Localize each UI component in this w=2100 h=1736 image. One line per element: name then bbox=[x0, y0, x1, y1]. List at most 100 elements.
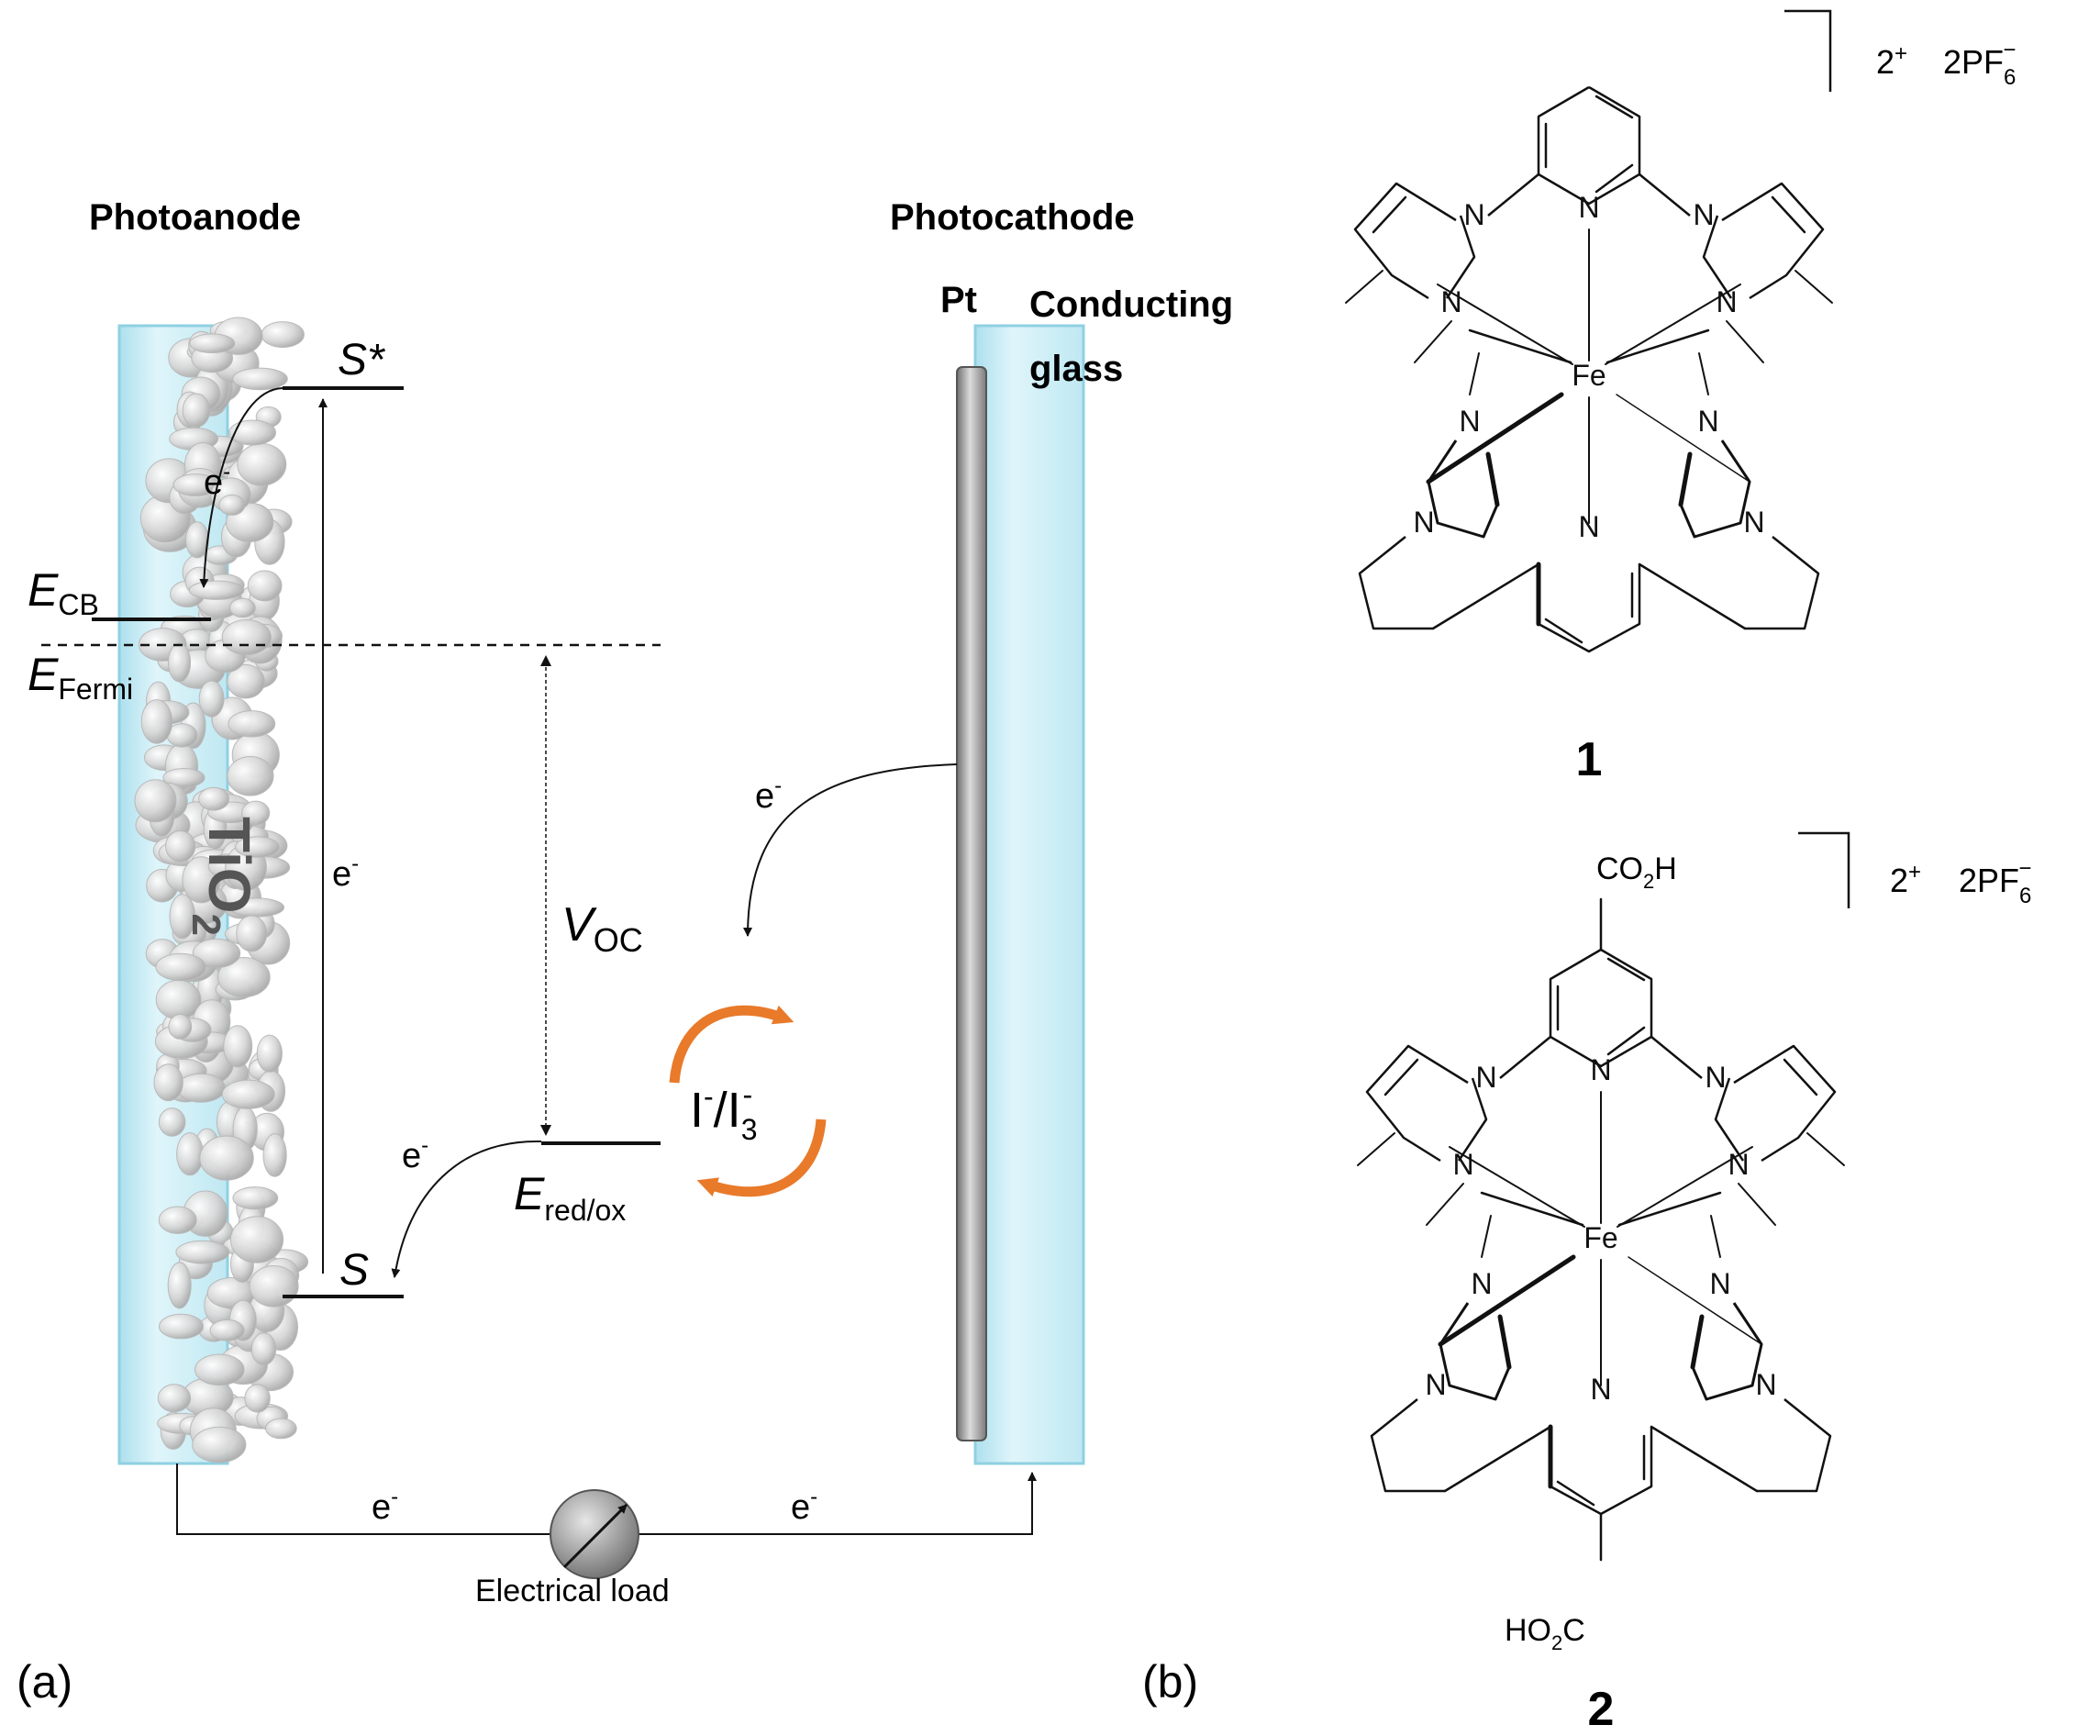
imidazole-link bbox=[1639, 173, 1691, 217]
tio2-label: TiO2 bbox=[183, 817, 262, 936]
spacer bbox=[1480, 1191, 1584, 1227]
methyl bbox=[1794, 270, 1833, 304]
redox-couple-label: I-/I3- bbox=[690, 1078, 757, 1146]
double-bond bbox=[1594, 163, 1634, 194]
top-pyridine-ring bbox=[1549, 948, 1653, 1068]
bottom-pyridine-ring bbox=[1537, 564, 1641, 653]
imidazole-n: N bbox=[1693, 198, 1714, 231]
methyl bbox=[1481, 1215, 1492, 1258]
top-imidazole-ring bbox=[1702, 215, 1733, 299]
tio2-particle bbox=[217, 957, 271, 997]
tio2-particle bbox=[185, 521, 209, 559]
tio2-particle bbox=[256, 1034, 283, 1073]
tio2-particle bbox=[265, 1418, 297, 1440]
tio2-particle bbox=[249, 1265, 299, 1308]
imidazole-link bbox=[1431, 562, 1540, 630]
methyl bbox=[1806, 1132, 1845, 1166]
compound-2-bottom-carboxyl: HO2C bbox=[1505, 1613, 1585, 1654]
imidazole-link bbox=[1370, 1398, 1445, 1493]
tio2-particle bbox=[169, 894, 196, 940]
tio2-particle bbox=[218, 494, 246, 516]
bold-bond bbox=[1690, 1314, 1705, 1370]
methyl bbox=[1345, 270, 1383, 304]
tio2-particle bbox=[227, 663, 265, 699]
redox-cycle: I-/I3- bbox=[669, 1005, 827, 1197]
tio2-particle bbox=[236, 915, 268, 952]
methyl bbox=[1726, 320, 1764, 363]
compound-2-charge: 2+ bbox=[1890, 860, 1921, 899]
imidazole-n: N bbox=[1425, 1368, 1446, 1401]
iron-center-label: Fe bbox=[1572, 359, 1606, 392]
hash-bond bbox=[1628, 1256, 1762, 1345]
bottom-imidazole-ring bbox=[1427, 440, 1499, 539]
tio2-particle bbox=[241, 800, 271, 826]
imidazole-n: N bbox=[1440, 285, 1461, 318]
photoanode-label: Photoanode bbox=[89, 197, 301, 238]
methyl bbox=[1426, 1183, 1464, 1226]
imidazole-n: N bbox=[1413, 506, 1434, 539]
tio2-particle bbox=[155, 952, 206, 982]
top-imidazole-ring bbox=[1714, 1077, 1745, 1162]
bottom-imidazole-ring bbox=[1679, 440, 1751, 539]
injection-arrow bbox=[199, 387, 283, 588]
tio2-particle bbox=[165, 830, 196, 862]
tio2-particle bbox=[235, 836, 280, 858]
compound-1-charge-bracket bbox=[1784, 9, 1832, 92]
load-variable-arrow bbox=[562, 1503, 628, 1569]
compound-1-number: 1 bbox=[1576, 733, 1603, 786]
tio2-particle bbox=[244, 1384, 271, 1413]
redox-cycle-arrow-bottom bbox=[696, 1118, 827, 1197]
tio2-particle bbox=[158, 1107, 186, 1137]
double-bond bbox=[1556, 1480, 1595, 1507]
spacer bbox=[1606, 328, 1710, 364]
tio2-particle bbox=[153, 1063, 183, 1102]
wedge-bond bbox=[1438, 1254, 1576, 1347]
tio2-nanoparticle-layer bbox=[134, 317, 309, 1463]
imidazole-link bbox=[1757, 1398, 1832, 1493]
tio2-particle bbox=[194, 1353, 245, 1386]
imidazole-link bbox=[1487, 173, 1539, 217]
tio2-particle bbox=[162, 768, 206, 788]
top-imidazole-ring bbox=[1721, 182, 1825, 300]
tio2-particle bbox=[198, 786, 230, 811]
imidazole-n: N bbox=[1463, 198, 1484, 231]
top-imidazole-ring bbox=[1353, 182, 1457, 300]
panel-a: Photoanode Photocathode TiO2 Pt Conducti… bbox=[17, 197, 1233, 1708]
imidazole-n: N bbox=[1697, 405, 1718, 438]
tio2-particle bbox=[157, 1384, 192, 1413]
tio2-particle bbox=[167, 1262, 192, 1309]
excitation-electron-label: e- bbox=[332, 851, 359, 894]
hash-bond bbox=[1616, 394, 1750, 483]
regeneration-electron-label: e- bbox=[402, 1133, 428, 1175]
imidazole-n: N bbox=[1705, 1061, 1726, 1094]
tio2-particle bbox=[250, 1332, 277, 1366]
tio2-particle bbox=[175, 1240, 230, 1264]
tio2-particle bbox=[261, 321, 305, 349]
imidazole-link bbox=[1650, 1425, 1759, 1493]
tio2-particle bbox=[237, 443, 287, 486]
fe-carbene-bond bbox=[1437, 284, 1573, 365]
tio2-particle bbox=[167, 642, 192, 683]
circuit-electron-label-right: e- bbox=[791, 1485, 817, 1527]
injection-electron-label: e- bbox=[204, 460, 230, 502]
panel-b-caption: (b) bbox=[1142, 1656, 1198, 1708]
compound-1-charge: 2+ bbox=[1876, 41, 1907, 81]
bottom-pyridine-n: N bbox=[1578, 510, 1599, 543]
compound-2-top-carboxyl: CO2H bbox=[1596, 851, 1677, 893]
bottom-imidazole-ring bbox=[1439, 1302, 1511, 1401]
double-bond bbox=[1544, 618, 1583, 644]
tio2-particle bbox=[232, 367, 288, 391]
methyl bbox=[1710, 1215, 1721, 1258]
e-fermi-label: EFermi bbox=[28, 649, 133, 706]
cathode-reduction-arrow bbox=[743, 763, 958, 937]
methyl bbox=[1414, 320, 1452, 363]
double-bond bbox=[1771, 195, 1806, 234]
tio2-particle bbox=[199, 1135, 254, 1181]
spacer bbox=[1468, 328, 1572, 364]
e-cb-label: ECB bbox=[28, 564, 99, 621]
tio2-particle bbox=[159, 1313, 204, 1340]
tio2-particle bbox=[247, 570, 283, 602]
redox-cycle-arrow-top bbox=[669, 1005, 794, 1084]
